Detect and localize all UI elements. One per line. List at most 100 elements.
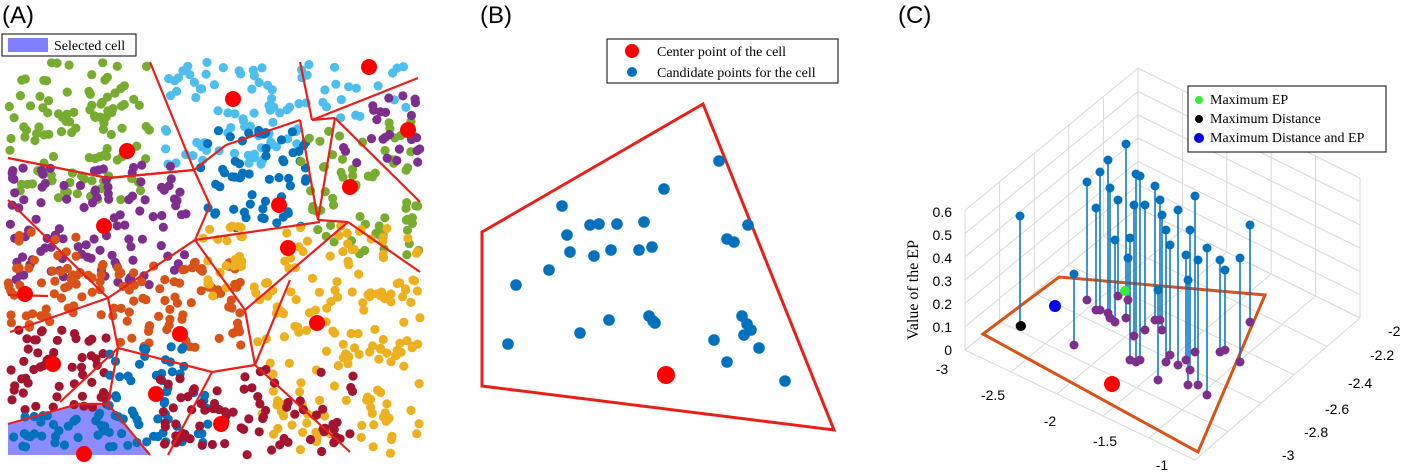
panel-a-point xyxy=(205,224,215,234)
panel-a-point xyxy=(402,250,412,260)
panel-a-point xyxy=(168,403,178,413)
panel-a-letter: (A) xyxy=(2,2,34,29)
candidate-point xyxy=(510,279,522,291)
panel-a-point xyxy=(116,195,126,205)
panel-a-point xyxy=(36,198,46,208)
panel-a-point xyxy=(6,310,16,320)
panel-a-point xyxy=(225,222,235,232)
panel-a-point xyxy=(213,126,224,136)
panel-a-point xyxy=(236,172,246,182)
panel-a-point xyxy=(9,385,19,395)
panel-a-point xyxy=(251,288,261,298)
panel-a-point xyxy=(25,432,35,442)
candidate-point xyxy=(742,219,754,231)
panel-a-point xyxy=(203,139,213,149)
candidate-point xyxy=(588,250,600,262)
panel-a-point xyxy=(50,276,60,286)
panel-a-point xyxy=(129,296,139,306)
panel-a-point xyxy=(406,297,416,307)
grid-line xyxy=(964,67,1139,211)
panel-a-point xyxy=(160,295,170,306)
panel-a-point xyxy=(56,127,67,137)
panel-a-point xyxy=(112,155,122,165)
legend-selected-cell: Selected cell xyxy=(54,39,125,54)
panel-a-point xyxy=(332,277,342,287)
panel-a-point xyxy=(127,191,138,201)
panel-a-point xyxy=(101,333,111,343)
panel-a-point xyxy=(353,329,363,339)
panel-a-point xyxy=(253,337,263,347)
panel-a-point xyxy=(249,108,259,118)
panel-a-point xyxy=(258,204,268,214)
projected-point xyxy=(1113,291,1123,301)
panel-a-point xyxy=(158,407,168,417)
panel-a-point xyxy=(14,236,24,246)
panel-a-point xyxy=(229,148,240,158)
panel-a-point xyxy=(89,166,100,176)
panel-a-point xyxy=(267,94,277,104)
panel-a-point xyxy=(413,247,423,257)
panel-a-point xyxy=(207,439,217,450)
voronoi-edge xyxy=(107,168,195,180)
panel-a-point xyxy=(253,392,263,402)
cell-center xyxy=(225,91,241,107)
panel-a-point xyxy=(56,267,66,277)
panel-a-point xyxy=(81,240,91,250)
panel-a-point xyxy=(128,255,138,265)
panel-a-point xyxy=(15,91,25,101)
panel-a-point xyxy=(59,180,69,191)
panel-a-point xyxy=(110,88,120,98)
legend-candidate-marker xyxy=(627,67,637,77)
panel-a-point xyxy=(60,283,70,293)
ep-stems xyxy=(1015,139,1255,395)
panel-a-point xyxy=(376,287,387,297)
panel-a-point xyxy=(34,122,44,132)
panel-a-point xyxy=(398,91,408,101)
panel-a-point xyxy=(23,378,33,388)
panel-a-point xyxy=(62,194,72,204)
panel-a-point xyxy=(135,206,145,216)
panel-a-point xyxy=(244,169,254,179)
panel-a-point xyxy=(14,203,24,213)
panel-a-point xyxy=(35,91,45,101)
panel-a-point xyxy=(19,270,29,280)
panel-a-point xyxy=(363,392,373,402)
panel-a-point xyxy=(284,173,294,183)
panel-a-point xyxy=(321,346,332,356)
panel-a-point xyxy=(369,420,379,430)
panel-a-point xyxy=(144,280,154,290)
panel-a-point xyxy=(115,372,125,382)
panel-a-point xyxy=(384,130,395,140)
panel-a-point xyxy=(87,198,98,208)
panel-a-point xyxy=(172,86,182,96)
projected-point xyxy=(1161,357,1171,367)
panel-a-point xyxy=(402,336,412,346)
panel-a-point xyxy=(398,62,409,72)
panel-a-point xyxy=(5,219,16,229)
panel-a-point xyxy=(254,427,264,437)
panel-a-point xyxy=(406,110,416,121)
panel-a-point xyxy=(90,112,100,122)
candidate-point xyxy=(753,342,765,354)
ep-point xyxy=(1245,220,1255,230)
panel-a-point xyxy=(400,284,410,294)
panel-a-point xyxy=(33,348,43,358)
panel-a-point xyxy=(412,286,422,296)
panel-a-point xyxy=(255,295,265,305)
voronoi-edge xyxy=(244,221,349,311)
panel-a-point xyxy=(119,81,129,91)
panel-a-point xyxy=(95,277,105,287)
panel-a-point xyxy=(134,420,144,430)
panel-a-point xyxy=(269,429,279,439)
panel-a-point xyxy=(12,263,22,273)
panel-a-point xyxy=(254,77,264,88)
cell-center xyxy=(148,386,164,402)
panel-a-point xyxy=(141,295,151,305)
panel-a-point xyxy=(7,395,17,405)
panel-a-point xyxy=(261,151,271,161)
panel-a-point xyxy=(366,134,377,144)
panel-a-point xyxy=(98,58,108,68)
panel-a-point xyxy=(19,195,29,205)
panel-a-point xyxy=(286,287,296,297)
panel-a-point xyxy=(144,125,154,135)
